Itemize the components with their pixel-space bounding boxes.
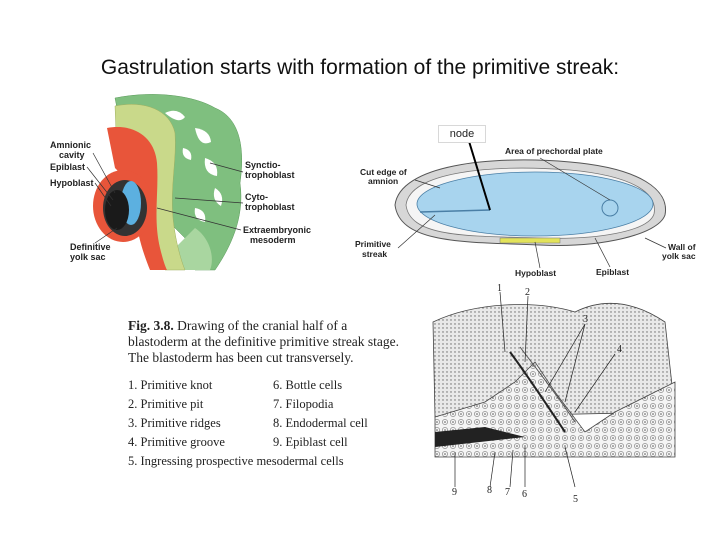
- label-1: 1: [497, 283, 502, 294]
- label-definitive: Definitive: [70, 242, 111, 252]
- figure-caption: Fig. 3.8. Drawing of the cranial half of…: [128, 318, 403, 469]
- label-5: 5: [573, 494, 578, 505]
- legend-item: 7. Filopodia: [273, 397, 403, 412]
- label-wall-2: yolk sac: [662, 251, 696, 261]
- label-cut-edge-2: amnion: [368, 176, 398, 186]
- label-extraembryonic: Extraembryonic: [243, 225, 311, 235]
- primitive-streak-drawing: 1 2 3 4 5 6 7 8 9: [425, 282, 685, 507]
- label-prechordal: Area of prechordal plate: [505, 146, 603, 156]
- label-9: 9: [452, 487, 457, 498]
- embryonic-disc-diagram: Area of prechordal plate Cut edge of amn…: [340, 120, 705, 280]
- legend-item: 8. Endodermal cell: [273, 416, 403, 431]
- legend-item: 2. Primitive pit: [128, 397, 273, 412]
- label-epiblast-right: Epiblast: [596, 267, 629, 277]
- caption-fig-number: Fig. 3.8.: [128, 318, 174, 333]
- label-hypoblast-right: Hypoblast: [515, 268, 556, 278]
- label-syncytio: Synctio-: [245, 160, 281, 170]
- label-hypoblast: Hypoblast: [50, 178, 94, 188]
- label-cyto: Cyto-: [245, 192, 268, 202]
- slide-title: Gastrulation starts with formation of th…: [0, 56, 720, 80]
- label-syncytio-2: trophoblast: [245, 170, 295, 180]
- label-8: 8: [487, 485, 492, 496]
- label-cavity: cavity: [59, 150, 85, 160]
- node-label: node: [438, 125, 486, 143]
- epiblast-disc: [417, 172, 653, 236]
- legend-item: 1. Primitive knot: [128, 378, 273, 393]
- label-primitive: Primitive: [355, 239, 391, 249]
- label-7: 7: [505, 487, 510, 498]
- label-primitive-2: streak: [362, 249, 387, 259]
- label-4: 4: [617, 344, 622, 355]
- legend-item: 4. Primitive groove: [128, 435, 273, 450]
- label-extraembryonic-2: mesoderm: [250, 235, 296, 245]
- label-amnionic: Amnionic: [50, 140, 91, 150]
- label-3: 3: [583, 314, 588, 325]
- label-definitive-2: yolk sac: [70, 252, 106, 262]
- legend-item: 5. Ingressing prospective mesodermal cel…: [128, 454, 403, 469]
- caption-text: Fig. 3.8. Drawing of the cranial half of…: [128, 318, 403, 366]
- caption-legend: 1. Primitive knot 6. Bottle cells 2. Pri…: [128, 378, 403, 469]
- legend-item: 3. Primitive ridges: [128, 416, 273, 431]
- label-epiblast: Epiblast: [50, 162, 85, 172]
- label-2: 2: [525, 287, 530, 298]
- label-6: 6: [522, 489, 527, 500]
- label-cyto-2: trophoblast: [245, 202, 295, 212]
- legend-item: 9. Epiblast cell: [273, 435, 403, 450]
- legend-item: 6. Bottle cells: [273, 378, 403, 393]
- implantation-diagram: Amnionic cavity Epiblast Hypoblast Synct…: [45, 88, 320, 278]
